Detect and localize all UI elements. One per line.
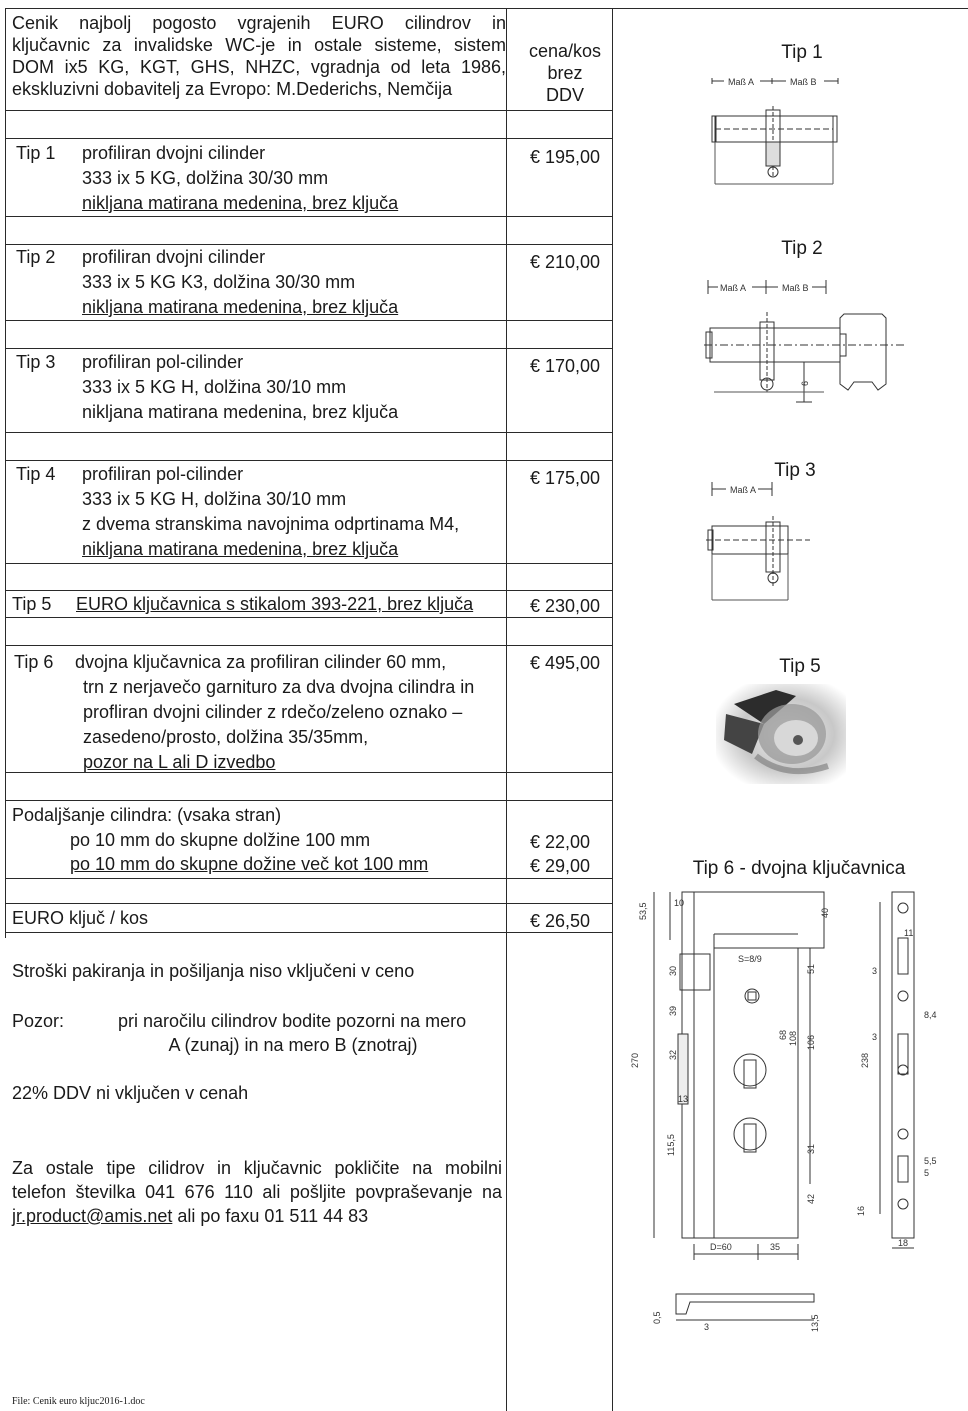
- item-price: € 175,00: [530, 468, 601, 488]
- item-code: Tip 5: [12, 594, 52, 614]
- dim-label: 3: [704, 1322, 709, 1332]
- item-price: € 170,00: [530, 356, 601, 376]
- figure-label-tip1: Tip 1: [781, 42, 823, 63]
- key-label: EURO ključ / kos: [12, 908, 149, 928]
- dim-label: 51: [806, 964, 816, 974]
- dim-label: 68: [778, 1030, 788, 1040]
- cylinder-drawing-tip3: Maß A: [706, 482, 810, 601]
- dim-label: 40: [820, 908, 830, 918]
- item-description: EURO ključavnica s stikalom 393-221, bre…: [76, 594, 474, 614]
- dim-label: 10: [674, 898, 684, 908]
- cylinder-drawing-tip2: Maß A Maß B 6: [704, 280, 904, 403]
- file-footer: File: Cenik euro kljuc2016-1.doc: [12, 1396, 145, 1407]
- dim-label: 3: [872, 1032, 877, 1042]
- attention-label: Pozor:: [12, 1011, 65, 1031]
- item-description: profiliran dvojni cilinder 333 ix 5 KG, …: [82, 143, 399, 213]
- item-code: Tip 2: [16, 247, 56, 267]
- dim-label: 3: [872, 966, 877, 976]
- extension-price: € 29,00: [530, 856, 591, 876]
- mass-a-label: Maß A: [720, 283, 746, 293]
- attention-note: pri naročilu cilindrov bodite pozorni na…: [118, 1011, 467, 1055]
- item-price: € 195,00: [530, 147, 601, 167]
- item-description: profiliran pol-cilinder 333 ix 5 KG H, d…: [82, 464, 460, 559]
- item-description: dvojna ključavnica za profiliran cilinde…: [75, 652, 475, 772]
- figure-label-tip5: Tip 5: [779, 656, 821, 677]
- dim-label: 53,5: [638, 902, 648, 920]
- item-description: profiliran dvojni cilinder 333 ix 5 KG K…: [82, 247, 399, 317]
- dim-label: 31: [806, 1144, 816, 1154]
- price-list-title: Cenik najbolj pogosto vgrajenih EURO cil…: [12, 13, 506, 99]
- dim-label: 0,5: [652, 1311, 662, 1324]
- dim-label: D=60: [710, 1242, 732, 1252]
- dim-label: 115,5: [666, 1134, 676, 1156]
- item-code: Tip 3: [16, 352, 56, 372]
- dim-label: 11: [904, 928, 913, 938]
- dim-label: 13,5: [810, 1314, 820, 1332]
- dim-label: 13: [678, 1094, 688, 1104]
- mass-b-label: Maß B: [790, 77, 817, 87]
- dim-label: 108: [788, 1031, 798, 1046]
- mass-a-label: Maß A: [730, 485, 756, 495]
- mass-a-label: Maß A: [728, 77, 754, 87]
- contact-note: Za ostale tipe cilidrov in ključavnic po…: [12, 1158, 502, 1226]
- dim-label: 32: [668, 1050, 678, 1060]
- extension-line: po 10 mm do skupne dožine več kot 100 mm: [70, 854, 429, 874]
- dim-label: 5: [924, 1168, 929, 1178]
- cylinder-drawing-tip1: Maß A Maß B: [711, 77, 839, 185]
- extension-line: po 10 mm do skupne dolžine 100 mm: [70, 830, 371, 850]
- extension-price: € 22,00: [530, 832, 591, 852]
- item-code: Tip 4: [16, 464, 56, 484]
- double-lock-drawing-tip6: S=8/9 270 53,5 10 30 39 32 13 115,5 40 5…: [630, 891, 937, 1332]
- dim-label: 18: [898, 1238, 908, 1248]
- dim-label: 16: [856, 1206, 866, 1216]
- figure-label-tip3: Tip 3: [774, 460, 816, 481]
- item-code: Tip 6: [14, 652, 54, 672]
- dim-label: 106: [806, 1035, 816, 1050]
- dim-label: 8,4: [924, 1010, 937, 1020]
- item-price: € 230,00: [530, 596, 601, 616]
- dim-label: 238: [860, 1053, 870, 1068]
- email-link[interactable]: jr.product@amis.net: [12, 1206, 173, 1226]
- dim-label: 5,5: [924, 1156, 937, 1166]
- shipping-note: Stroški pakiranja in pošiljanja niso vkl…: [12, 961, 415, 981]
- extension-heading: Podaljšanje cilindra: (vsaka stran): [12, 805, 282, 825]
- item-description: profiliran pol-cilinder 333 ix 5 KG H, d…: [82, 352, 399, 422]
- dim-label: 39: [668, 1006, 678, 1016]
- mass-b-label: Maß B: [782, 283, 809, 293]
- dim-label: 35: [770, 1242, 780, 1252]
- dim-label: 6: [800, 381, 810, 386]
- lock-photo-tip5: [716, 684, 846, 784]
- dim-label: S=8/9: [738, 954, 762, 964]
- dim-label: 42: [806, 1194, 816, 1204]
- dim-label: 30: [668, 966, 678, 976]
- figure-label-tip2: Tip 2: [781, 238, 823, 259]
- item-code: Tip 1: [16, 143, 56, 163]
- dim-label: 270: [630, 1053, 640, 1068]
- item-price: € 210,00: [530, 252, 601, 272]
- vat-note: 22% DDV ni vključen v cenah: [12, 1083, 249, 1103]
- figure-label-tip6: Tip 6 - dvojna ključavnica: [692, 858, 906, 879]
- key-price: € 26,50: [530, 911, 591, 931]
- item-price: € 495,00: [530, 653, 601, 673]
- price-column-header: cena/kos brez DDV: [528, 41, 602, 105]
